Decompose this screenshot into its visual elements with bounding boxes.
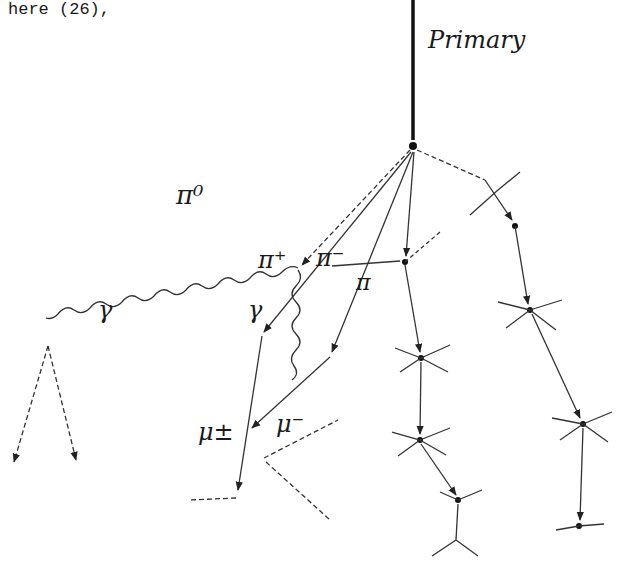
decay-track — [266, 462, 330, 520]
particle-label: μ⁻ — [276, 412, 304, 436]
particle-label: π⁰ — [176, 182, 204, 208]
interaction-vertex — [409, 142, 417, 150]
particle-label: γ — [98, 298, 112, 322]
primary-track — [411, 0, 415, 140]
pair-track — [48, 346, 76, 460]
decay-track — [190, 498, 236, 500]
particle-label: μ± — [198, 420, 234, 444]
particle-label: γ — [248, 298, 262, 322]
pair-track — [14, 346, 48, 462]
particle-label: π⁺ — [258, 248, 286, 272]
hadron-track — [406, 152, 414, 256]
particle-label: π⁻ — [316, 246, 344, 270]
pion-track — [264, 152, 411, 332]
reference-note: here (26), — [8, 1, 110, 18]
muon-track — [238, 336, 262, 490]
particle-label: Primary — [428, 28, 525, 52]
particle-label: π — [356, 272, 370, 294]
gamma-track — [291, 270, 300, 380]
